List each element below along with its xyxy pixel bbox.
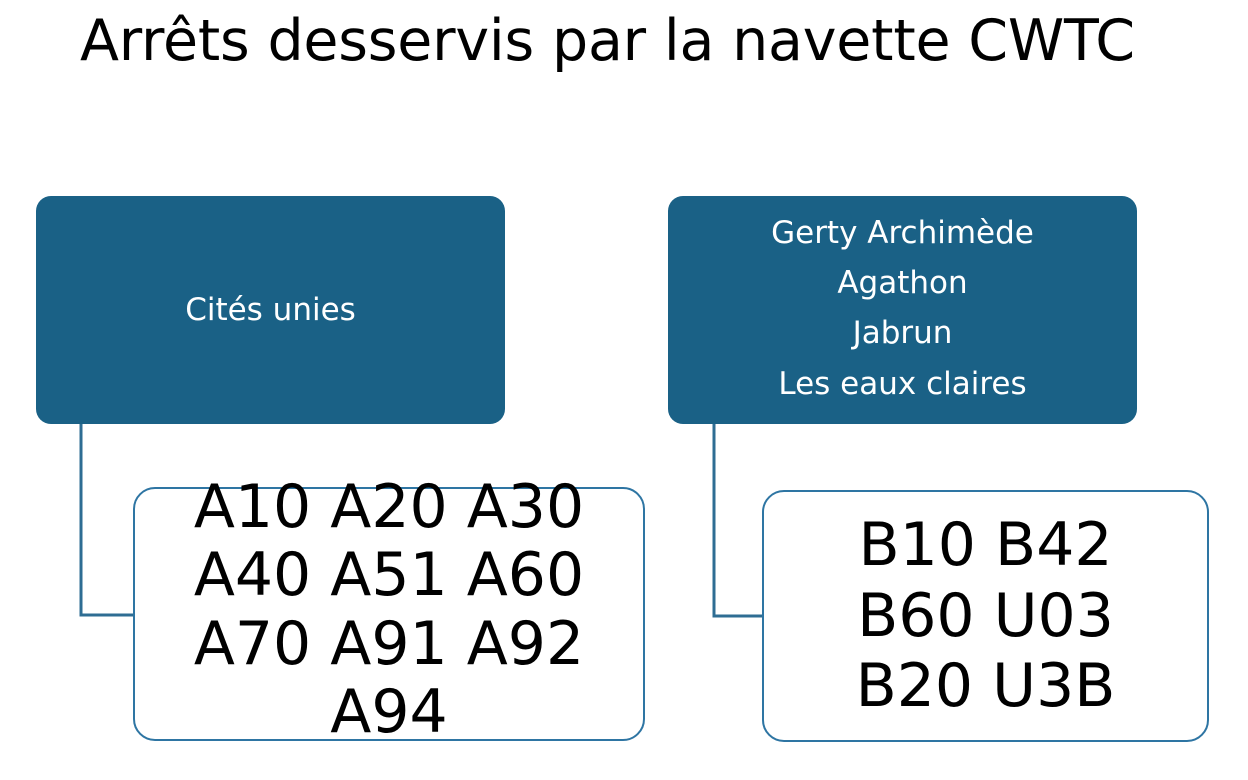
node-codes-b-label: B10 B42 B60 U03 B20 U3B — [855, 509, 1116, 722]
node-codes-b[interactable]: B10 B42 B60 U03 B20 U3B — [762, 490, 1209, 742]
page-title: Arrêts desservis par la navette CWTC — [80, 8, 1135, 74]
node-gerty-archimede-label: Gerty Archimède Agathon Jabrun Les eaux … — [771, 215, 1034, 402]
connector-cites-unies-to-codes-a — [79, 424, 133, 617]
node-cites-unies-label: Cités unies — [185, 291, 356, 328]
node-codes-a-label: A10 A20 A30 A40 A51 A60 A70 A91 A92 A94 — [193, 471, 585, 747]
node-gerty-archimede[interactable]: Gerty Archimède Agathon Jabrun Les eaux … — [668, 196, 1137, 424]
connector-gerty-to-codes-b — [712, 424, 762, 618]
node-cites-unies[interactable]: Cités unies — [36, 196, 505, 424]
node-codes-a[interactable]: A10 A20 A30 A40 A51 A60 A70 A91 A92 A94 — [133, 473, 645, 746]
